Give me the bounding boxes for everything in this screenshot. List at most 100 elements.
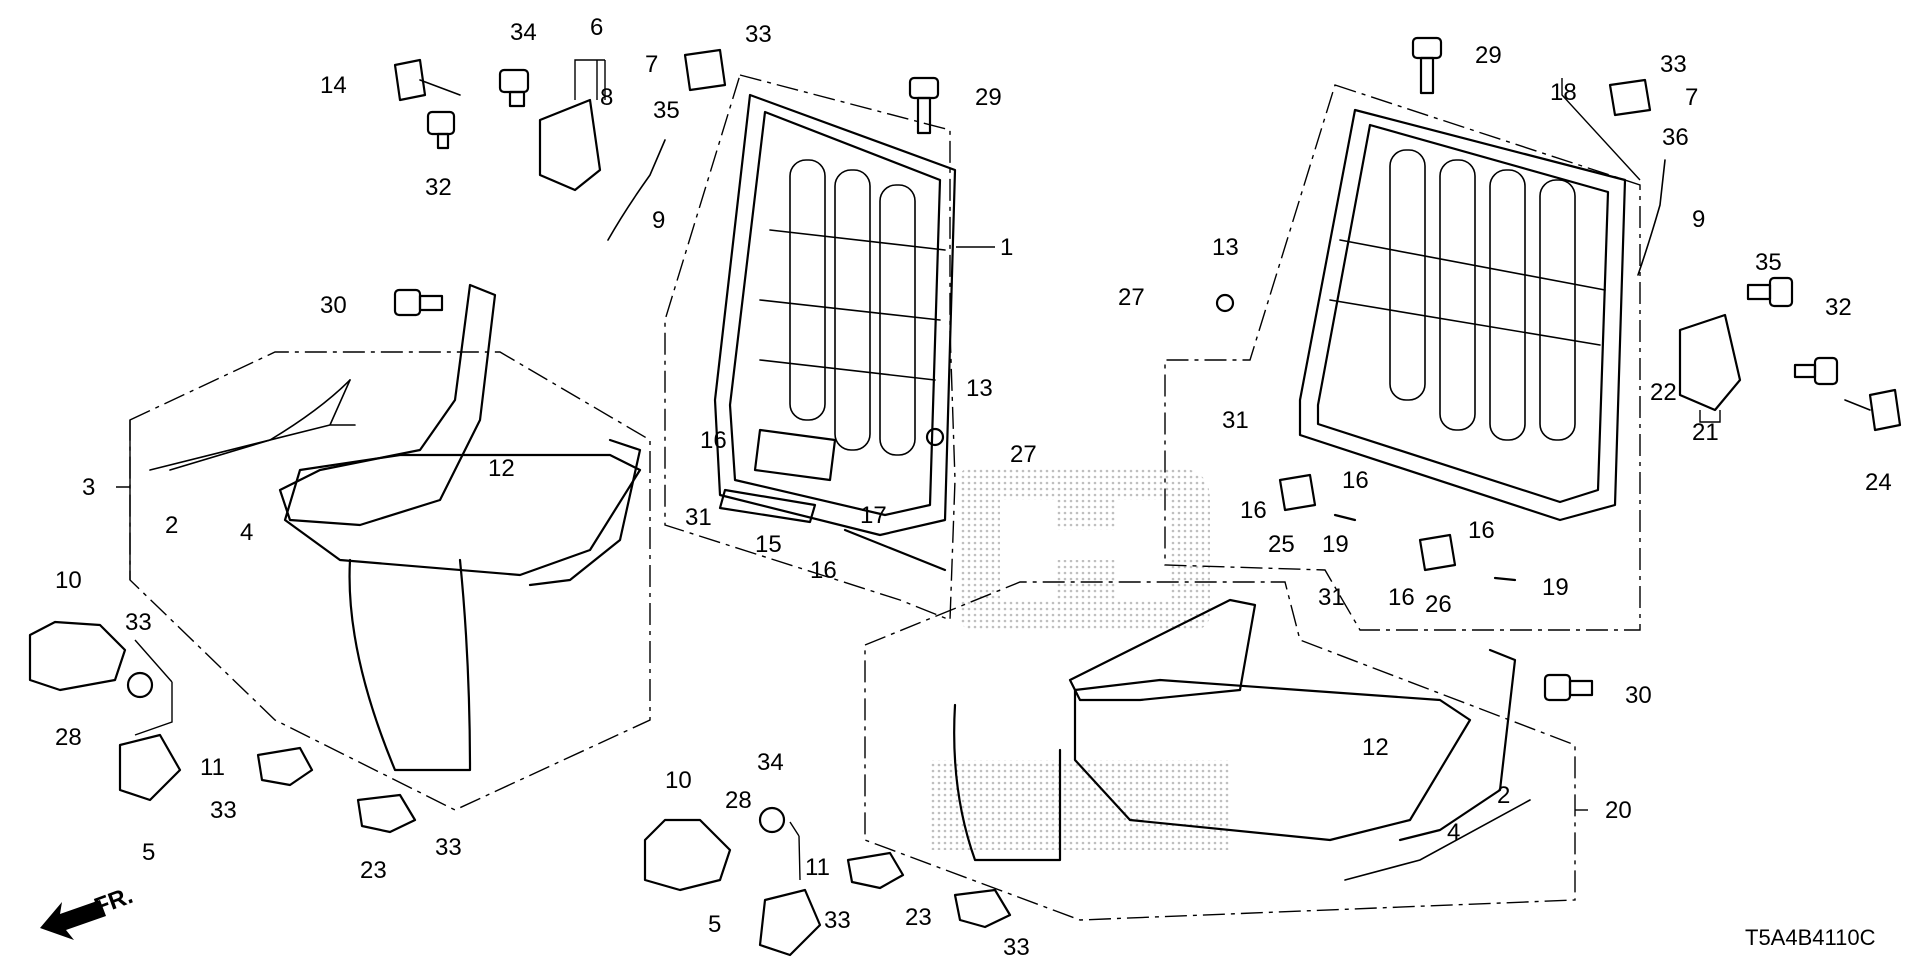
front-direction-arrow: FR. <box>40 882 136 940</box>
bolt-29-left <box>908 76 940 135</box>
callout-9: 9 <box>1692 206 1705 233</box>
callout-10: 10 <box>665 767 692 794</box>
direction-label: FR. <box>91 882 137 921</box>
callout-10: 10 <box>55 567 82 594</box>
callout-3: 3 <box>82 474 95 501</box>
cover-10-left <box>28 620 127 692</box>
callout-15: 15 <box>755 531 782 558</box>
leader-lines <box>116 59 1721 881</box>
callout-30: 30 <box>320 292 347 319</box>
group-outline-right-back <box>1164 84 1641 631</box>
callout-14: 14 <box>320 72 347 99</box>
callout-23: 23 <box>360 857 387 884</box>
callout-32: 32 <box>1825 294 1852 321</box>
callout-12: 12 <box>488 455 515 482</box>
callout-31: 31 <box>1222 407 1249 434</box>
diagram-code: T5A4B4110C <box>1745 925 1876 950</box>
pin-17 <box>843 528 947 572</box>
callout-8: 8 <box>600 84 613 111</box>
callout-33: 33 <box>745 21 772 48</box>
callout-21: 21 <box>1692 419 1719 446</box>
pin-19b <box>1493 576 1517 582</box>
callout-27: 27 <box>1010 441 1037 468</box>
callout-9: 9 <box>652 207 665 234</box>
callout-11: 11 <box>200 754 225 781</box>
callout-7: 7 <box>1685 84 1698 111</box>
callout-28: 28 <box>725 787 752 814</box>
callout-16: 16 <box>1342 467 1369 494</box>
callout-30: 30 <box>1625 682 1652 709</box>
latch-5-right <box>758 888 822 957</box>
seat-cushion-frame-left <box>149 283 642 772</box>
callout-33: 33 <box>435 834 462 861</box>
callout-11: 11 <box>805 854 830 881</box>
cover-10-right <box>643 818 732 892</box>
cover-11-right <box>846 851 905 890</box>
callout-29: 29 <box>975 84 1002 111</box>
callout-4: 4 <box>240 519 253 546</box>
callout-32: 32 <box>425 174 452 201</box>
callout-33: 33 <box>1660 51 1687 78</box>
callout-34: 33 <box>125 609 152 636</box>
bracket-14 <box>393 58 461 102</box>
arrow-icon <box>40 900 106 940</box>
seat-back-frame-right <box>1298 108 1627 522</box>
group-outline-right-cushion <box>864 581 1576 921</box>
nut-34-left <box>126 671 154 699</box>
callout-7: 7 <box>645 51 658 78</box>
cable-2-left <box>169 379 351 471</box>
seat-cushion-frame-right <box>953 598 1531 881</box>
callout-25: 25 <box>1268 531 1295 558</box>
bracket-24 <box>1844 388 1902 432</box>
cable-9-left <box>607 139 666 241</box>
callout-33: 33 <box>1003 934 1030 960</box>
callout-12: 12 <box>1362 734 1389 761</box>
bracket-25 <box>1278 473 1317 512</box>
callout-36: 36 <box>1662 124 1689 151</box>
callout-23: 23 <box>905 904 932 931</box>
callout-13: 13 <box>1212 234 1239 261</box>
callout-17: 17 <box>860 502 887 529</box>
callout-5: 5 <box>142 839 155 866</box>
callout-labels: 1 2 2 3 4 4 5 5 6 7 7 8 9 9 10 10 11 11 … <box>55 14 1892 960</box>
cover-23-right <box>953 888 1012 929</box>
cover-11-left <box>256 746 314 787</box>
callout-33: 33 <box>210 797 237 824</box>
group-outlines <box>129 74 1641 921</box>
bolt-30-left <box>393 288 444 317</box>
callout-1: 1 <box>1000 234 1013 261</box>
latch-5-left <box>118 733 182 802</box>
callout-36: 35 <box>653 97 680 124</box>
washer-13-left <box>925 427 945 447</box>
callout-31: 31 <box>685 504 712 531</box>
callout-16: 16 <box>1240 497 1267 524</box>
callout-29: 29 <box>1475 42 1502 69</box>
callout-2: 2 <box>1497 782 1510 809</box>
callout-20: 20 <box>1605 797 1632 824</box>
callout-35: 35 <box>1755 249 1782 276</box>
bracket-26 <box>1418 533 1457 572</box>
callout-16: 16 <box>810 557 837 584</box>
callout-18: 18 <box>1550 79 1577 106</box>
callout-26: 26 <box>1425 591 1452 618</box>
callout-31: 31 <box>1318 584 1345 611</box>
callout-19: 19 <box>1542 574 1569 601</box>
bolt-30-right <box>1543 673 1594 702</box>
bolt-32-right <box>1793 356 1839 386</box>
bracket-6 <box>538 98 602 192</box>
washer-13-right <box>1215 293 1235 313</box>
nut-34-right <box>758 806 786 834</box>
group-outline-left-back <box>664 74 956 622</box>
callout-28: 28 <box>55 724 82 751</box>
callout-34: 34 <box>757 749 784 776</box>
bolt-32-left <box>426 110 456 150</box>
bracket-21 <box>1678 313 1742 412</box>
lock-7-right <box>1608 78 1652 117</box>
seat-back-frame-left <box>713 93 957 537</box>
callout-16: 16 <box>1388 584 1415 611</box>
callout-5: 5 <box>708 911 721 938</box>
group-outline-left-cushion <box>129 351 651 811</box>
brand-watermark <box>930 468 1230 850</box>
bolt-29-right <box>1411 36 1443 95</box>
